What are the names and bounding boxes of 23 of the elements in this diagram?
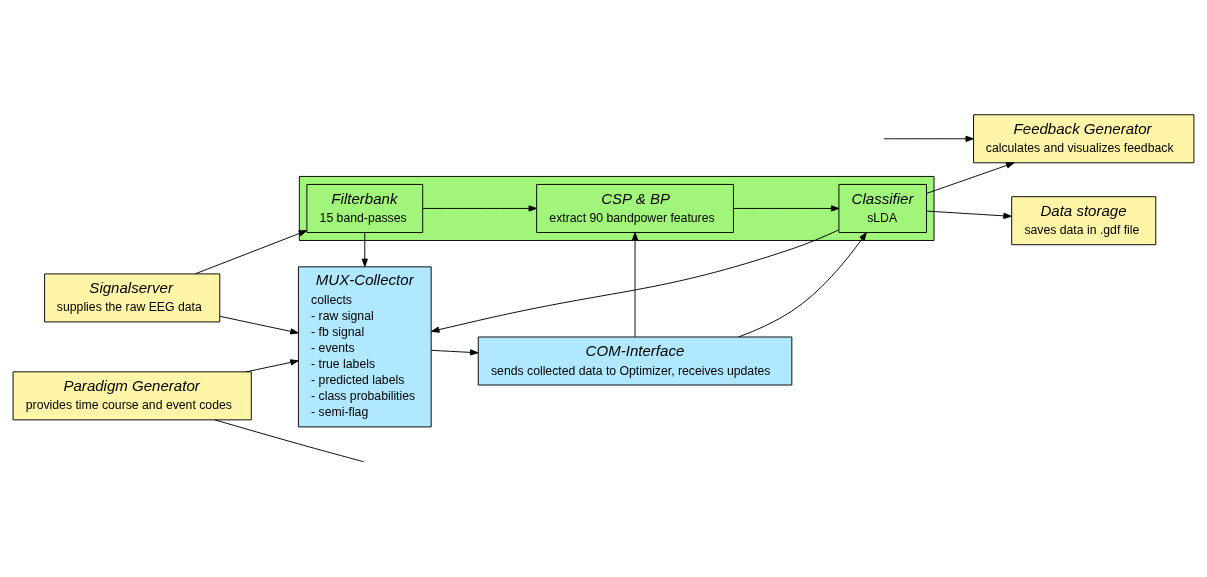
arrow [733,205,840,212]
arrow [431,229,839,333]
node-box: Signalserver supplies the raw EEG data [44,273,221,323]
arrow [430,349,479,356]
node-box: Classifier sLDA [838,184,927,233]
node-box: CSP & BP extract 90 bandpower features [536,184,734,233]
arrow [926,210,1012,219]
arrow [246,359,299,373]
node-box: MUX-Collector collects - raw signal - fb signal - events - true labels - predicted labels - class probabilities - semi-flag [297,266,432,428]
arrow [883,135,974,142]
arrow [194,230,308,275]
arrow [631,232,639,338]
arrow [219,315,299,335]
arrow [926,162,1015,194]
arrow [361,232,368,268]
node-box: Filterbank 15 band-passes [306,184,424,233]
arrow [738,232,867,338]
node-box: Feedback Generator calculates and visualizes feedback [973,114,1195,164]
connector [214,419,365,463]
node-box: Data storage saves data in .gdf file [1011,196,1157,246]
node-box: Paradigm Generator provides time course and event codes [12,371,252,421]
arrow [422,205,537,212]
node-box: COM-Interface sends collected data to Optimizer, receives updates [477,336,793,386]
